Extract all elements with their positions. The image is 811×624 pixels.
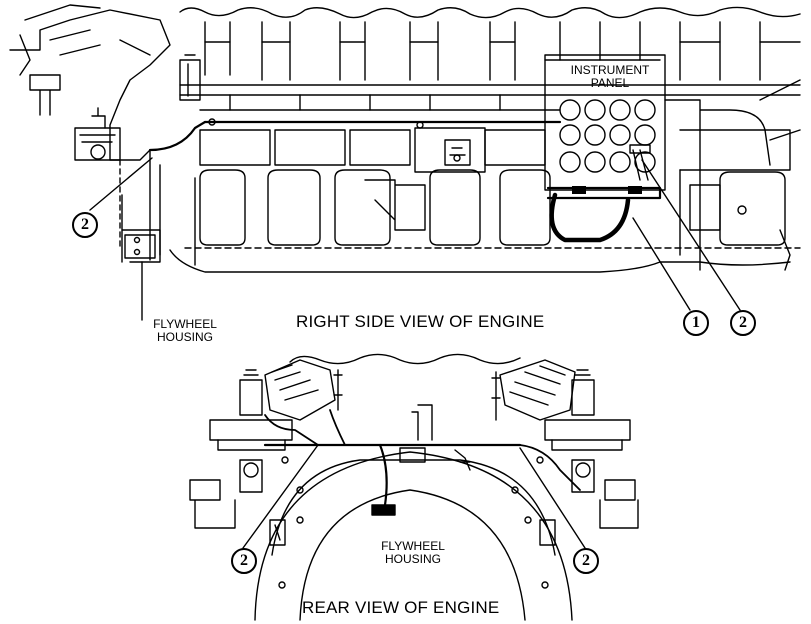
callout-rear-2-right: 2 bbox=[573, 548, 599, 574]
callout-right-2-left: 2 bbox=[72, 212, 98, 238]
rear-flywheel-housing-line1: FLYWHEEL bbox=[381, 539, 445, 553]
instrument-panel-label: INSTRUMENT PANEL bbox=[560, 64, 660, 90]
callout-right-2-right: 2 bbox=[730, 310, 756, 336]
rear-view-caption: REAR VIEW OF ENGINE bbox=[302, 598, 500, 617]
callout-rear-2-left: 2 bbox=[231, 548, 257, 574]
right-side-engine-drawing bbox=[10, 5, 800, 320]
right-side-view-caption: RIGHT SIDE VIEW OF ENGINE bbox=[296, 312, 545, 331]
right-flywheel-housing-line1: FLYWHEEL bbox=[153, 317, 217, 331]
right-flywheel-housing-label: FLYWHEEL HOUSING bbox=[140, 318, 230, 344]
rear-flywheel-housing-label: FLYWHEEL HOUSING bbox=[368, 540, 458, 566]
rear-engine-drawing bbox=[190, 354, 638, 620]
rear-flywheel-housing-line2: HOUSING bbox=[384, 552, 441, 566]
right-flywheel-housing-line2: HOUSING bbox=[156, 330, 213, 344]
callout-right-1: 1 bbox=[683, 310, 709, 336]
instrument-panel-label-line2: PANEL bbox=[590, 76, 630, 90]
instrument-panel-label-line1: INSTRUMENT bbox=[570, 63, 650, 77]
